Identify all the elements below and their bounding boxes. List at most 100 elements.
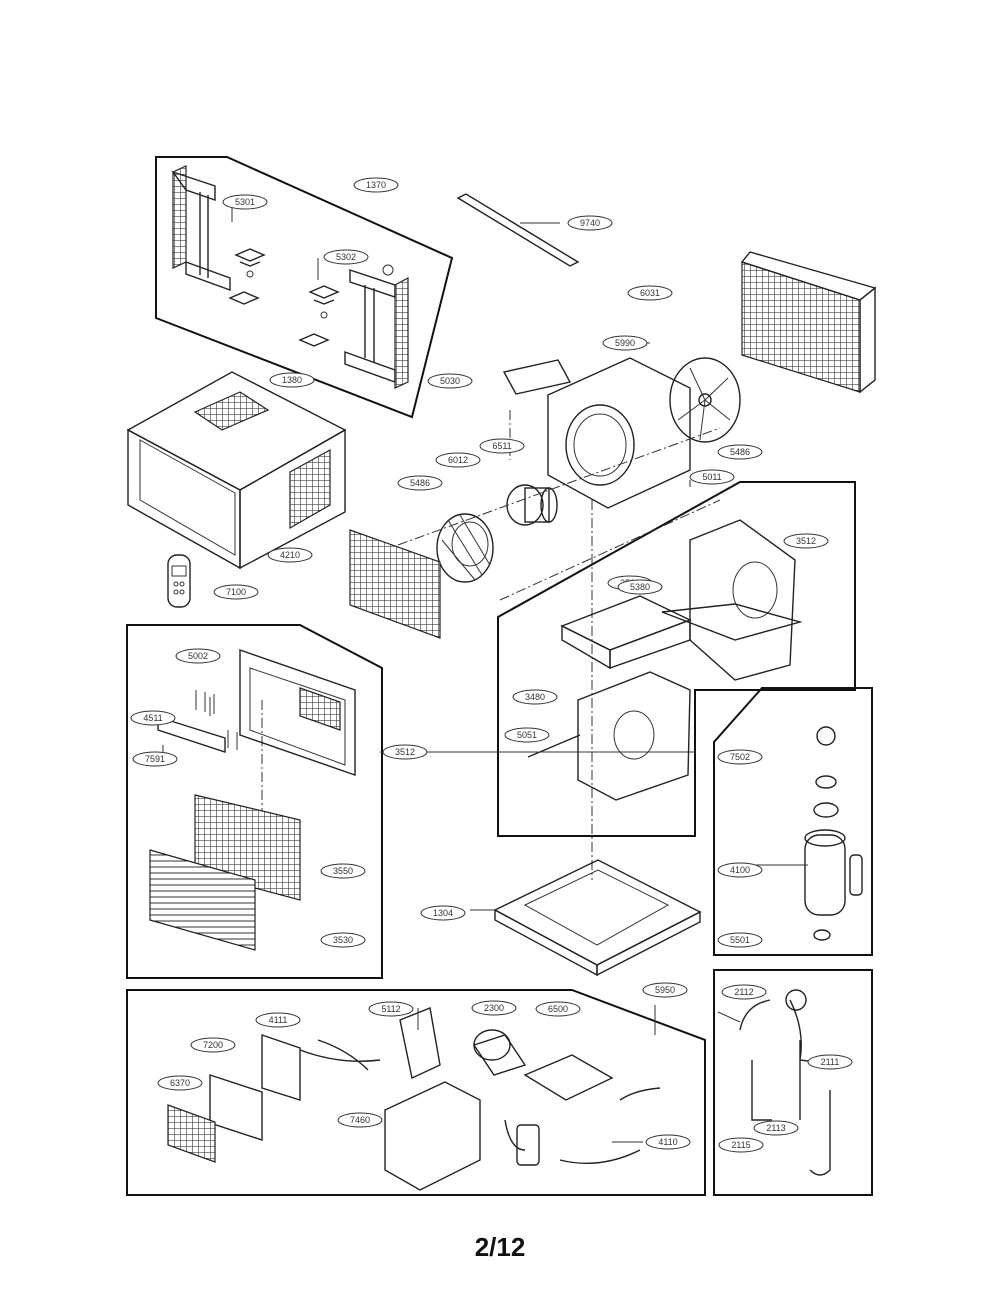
callout-5030: 5030: [427, 373, 473, 389]
callout-text: 5112: [381, 1004, 400, 1014]
callout-text: 3512: [796, 536, 816, 546]
base-pan: [493, 859, 702, 977]
cabinet-case: [126, 371, 347, 570]
fan-motor: [506, 484, 558, 526]
page-number: 2/12: [474, 1232, 526, 1262]
callout-text: 5990: [615, 338, 635, 348]
callout-text: 5051: [517, 730, 537, 740]
condenser-coil: [740, 251, 877, 394]
front-grille: [149, 849, 256, 951]
top-rail: [456, 193, 580, 267]
callout-text: 1370: [366, 180, 386, 190]
callout-7460: 7460: [337, 1112, 383, 1128]
callout-text: 3480: [525, 692, 545, 702]
group-border-compressor: [713, 687, 873, 956]
callout-4110: 4110: [645, 1134, 691, 1150]
callout-2113: 2113: [753, 1120, 799, 1136]
callout-7200: 7200: [190, 1037, 236, 1053]
remote-controller: [167, 554, 191, 608]
callout-7502: 7502: [717, 749, 763, 765]
callout-7100: 7100: [213, 584, 259, 600]
callout-text: 2111: [821, 1057, 840, 1067]
callout-6511: 6511: [479, 438, 525, 454]
callout-1370: 1370: [353, 177, 399, 193]
callout-5051: 5051: [504, 727, 550, 743]
callout-text: 4100: [730, 865, 750, 875]
callout-5990: 5990: [602, 335, 648, 351]
capacitor: [472, 1029, 527, 1076]
callout-text: 4511: [143, 713, 162, 723]
callout-text: 2113: [766, 1123, 785, 1133]
callout-text: 5486: [730, 447, 750, 457]
compressor: [804, 726, 863, 941]
curtain-brackets: [228, 248, 394, 347]
terminal-board: [523, 1054, 614, 1101]
front-panel: [239, 649, 356, 776]
callout-text: 4210: [280, 550, 300, 560]
refrigerant-piping: [739, 999, 841, 1176]
callout-text: 6031: [640, 288, 660, 298]
group-border-piping: [713, 969, 873, 1196]
callout-2111: 2111: [807, 1054, 853, 1070]
callout-5302: 5302: [323, 249, 369, 265]
callout-text: 3512: [395, 747, 415, 757]
callout-text: 6500: [548, 1004, 568, 1014]
run-capacitor: [516, 1124, 540, 1166]
callout-text: 5486: [410, 478, 430, 488]
callout-5112: 5112: [368, 1001, 414, 1017]
callout-5950: 5950: [642, 982, 688, 998]
callout-3512-a: 3512: [783, 533, 829, 549]
callout-4511: 4511: [130, 710, 176, 726]
evaporator-housing: [661, 519, 803, 681]
group-border-front-frame: [155, 156, 454, 419]
callout-text: 5950: [655, 985, 675, 995]
callout-text: 5380: [630, 582, 650, 592]
callout-text: 1380: [282, 375, 302, 385]
callout-text: 7200: [203, 1040, 223, 1050]
callout-3480: 3480: [512, 689, 558, 705]
callout-text: 2112: [734, 987, 753, 997]
callout-2115: 2115: [718, 1137, 764, 1153]
callout-1380: 1380: [269, 372, 315, 388]
callout-9740: 9740: [567, 215, 613, 231]
callout-5486-a: 5486: [397, 475, 443, 491]
callout-4100: 4100: [717, 862, 763, 878]
callout-text: 6012: [448, 455, 468, 465]
callout-5301: 5301: [222, 194, 268, 210]
callout-text: 6370: [170, 1078, 190, 1088]
callout-text: 9740: [580, 218, 600, 228]
callout-1304: 1304: [420, 905, 466, 921]
callout-2112: 2112: [721, 984, 767, 1000]
callout-text: 5301: [235, 197, 255, 207]
group-border-evaporator: [497, 481, 856, 837]
callout-text: 3550: [333, 866, 353, 876]
callout-4111: 4111: [255, 1012, 301, 1028]
callout-5011: 5011: [689, 469, 735, 485]
callout-text: 7100: [226, 587, 246, 597]
callout-text: 3530: [333, 935, 353, 945]
callout-3512-b: 3512: [382, 744, 428, 760]
callout-text: 7502: [730, 752, 750, 762]
pcb-assembly: [167, 1034, 301, 1163]
left-side-curtain: [171, 165, 231, 291]
callout-text: 7460: [350, 1115, 370, 1125]
group-border-front-grille: [126, 624, 383, 979]
louver-assembly: [157, 690, 238, 753]
assembly-axis-lines: [261, 410, 721, 880]
condenser-fan: [669, 357, 741, 443]
callout-6370: 6370: [157, 1075, 203, 1091]
callout-text: 4111: [269, 1015, 288, 1025]
callout-text: 5501: [730, 935, 750, 945]
callout-3550: 3550: [320, 863, 366, 879]
evaporator-coil: [560, 595, 692, 670]
callout-6500: 6500: [535, 1001, 581, 1017]
callout-6031: 6031: [627, 285, 673, 301]
callout-7591: 7591: [132, 751, 178, 767]
callout-5486-b: 5486: [717, 444, 763, 460]
callout-text: 1304: [433, 908, 453, 918]
callout-3530: 3530: [320, 932, 366, 948]
callout-text: 2115: [731, 1140, 750, 1150]
callout-text: 5011: [702, 472, 721, 482]
callout-5501: 5501: [717, 932, 763, 948]
callout-text: 2300: [484, 1003, 504, 1013]
